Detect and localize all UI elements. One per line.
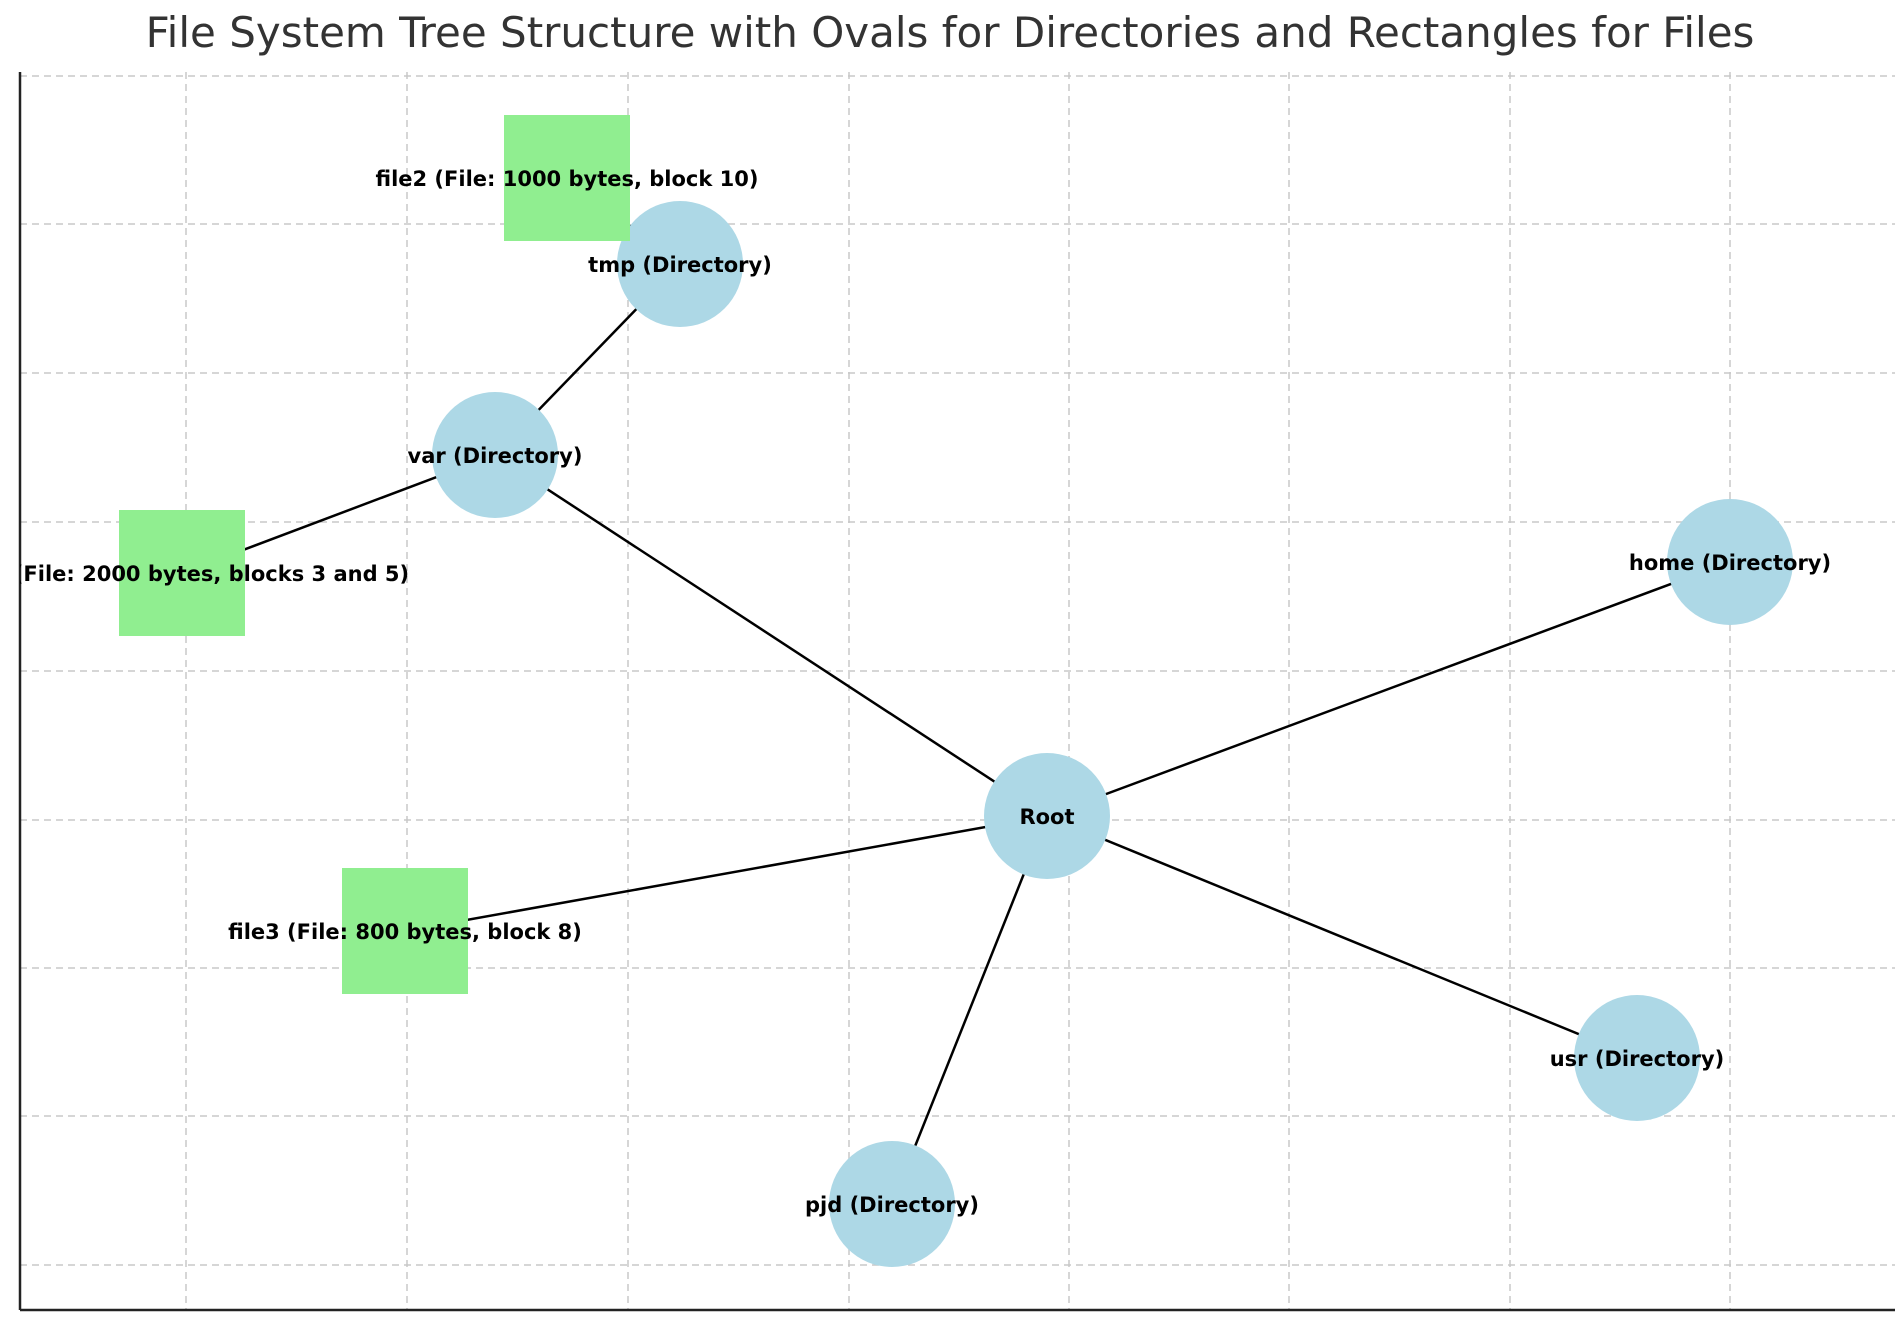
file-rectangle bbox=[119, 510, 245, 636]
node-file1[interactable]: file1 (File: 2000 bytes, blocks 3 and 5) bbox=[0, 510, 409, 636]
edge-root-usr bbox=[1046, 814, 1638, 1060]
diagram-title: File System Tree Structure with Ovals fo… bbox=[145, 8, 1755, 57]
grid bbox=[20, 72, 1895, 1310]
node-label: Root bbox=[1019, 805, 1074, 829]
node-root[interactable]: Root bbox=[984, 753, 1110, 879]
directory-oval bbox=[432, 392, 558, 518]
directory-oval bbox=[829, 1141, 955, 1267]
node-file2[interactable]: file2 (File: 1000 bytes, block 10) bbox=[376, 115, 759, 241]
edge-root-file3 bbox=[404, 814, 1048, 933]
node-pjd[interactable]: pjd (Directory) bbox=[805, 1141, 979, 1267]
directory-oval bbox=[617, 201, 743, 327]
directory-oval bbox=[984, 753, 1110, 879]
node-usr[interactable]: usr (Directory) bbox=[1550, 995, 1725, 1121]
directory-oval bbox=[1667, 499, 1793, 625]
file-rectangle bbox=[504, 115, 630, 241]
node-tmp[interactable]: tmp (Directory) bbox=[588, 201, 772, 327]
node-label: file3 (File: 800 bytes, block 8) bbox=[228, 920, 582, 944]
axes bbox=[18, 72, 1895, 1312]
node-var[interactable]: var (Directory) bbox=[408, 392, 583, 518]
edge-root-home bbox=[1046, 560, 1731, 818]
node-file3[interactable]: file3 (File: 800 bytes, block 8) bbox=[228, 868, 582, 994]
edges bbox=[181, 177, 1731, 1205]
edge-root-var bbox=[494, 453, 1048, 818]
directory-oval bbox=[1574, 995, 1700, 1121]
node-label: file2 (File: 1000 bytes, block 10) bbox=[376, 167, 759, 191]
node-label: tmp (Directory) bbox=[588, 253, 772, 277]
node-label: home (Directory) bbox=[1629, 551, 1831, 575]
node-label: var (Directory) bbox=[408, 444, 583, 468]
node-label: pjd (Directory) bbox=[805, 1193, 979, 1217]
file-rectangle bbox=[342, 868, 468, 994]
nodes: Root home (Directory) usr (Directory) pjd (… bbox=[0, 115, 1831, 1267]
node-label: file1 (File: 2000 bytes, blocks 3 and 5) bbox=[0, 562, 409, 586]
node-label: usr (Directory) bbox=[1550, 1047, 1725, 1071]
edge-root-pjd bbox=[890, 815, 1049, 1205]
node-home[interactable]: home (Directory) bbox=[1629, 499, 1831, 625]
